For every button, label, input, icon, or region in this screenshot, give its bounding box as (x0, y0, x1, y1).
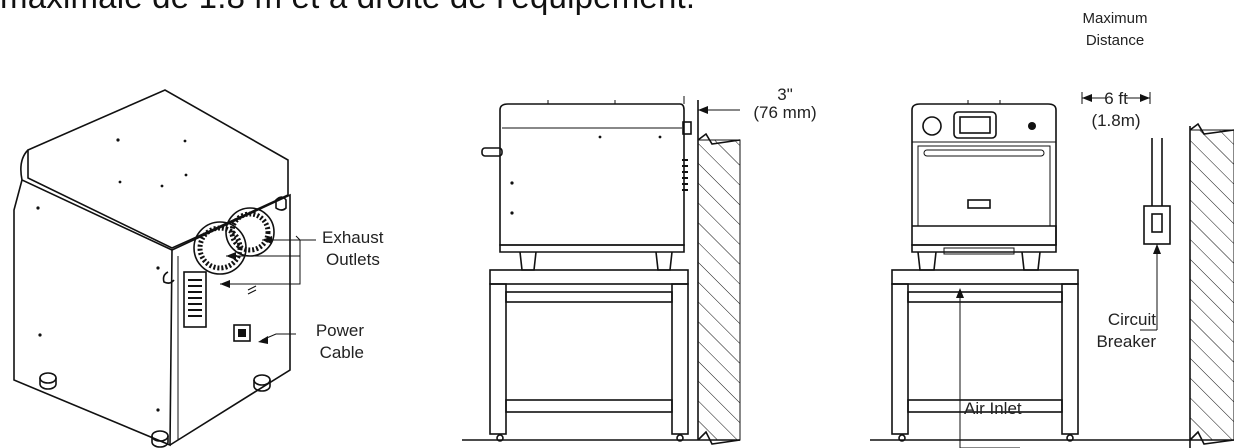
oven-front-view (870, 100, 1234, 442)
oven-side-view (462, 100, 740, 442)
distance-ft-label: 6 ft (1104, 89, 1128, 108)
air-inlet-label: Air Inlet (964, 399, 1022, 418)
wall-side-view (683, 96, 741, 445)
max-distance-label: Maximum Distance (1082, 10, 1148, 49)
power-cable-label: Power Cable (315, 321, 364, 362)
exhaust-leader-lines (220, 235, 316, 344)
circuit-breaker-icon (1140, 138, 1171, 331)
instruction-heading: maximale de 1.8 m et à droite de l’équip… (0, 0, 695, 16)
air-inlet-leader (956, 288, 1020, 448)
wall-front-view (1189, 122, 1234, 448)
exhaust-fan-icon (193, 207, 275, 275)
exhaust-outlets-label: Exhaust Outlets (322, 228, 384, 269)
circuit-breaker-label: Circuit Breaker (1096, 310, 1156, 351)
distance-m-label: (1.8m) (1091, 111, 1141, 130)
clearance-label: 3" (76 mm) (753, 85, 817, 122)
oven-isometric-view (13, 89, 291, 448)
distance-dimension (1081, 92, 1151, 104)
